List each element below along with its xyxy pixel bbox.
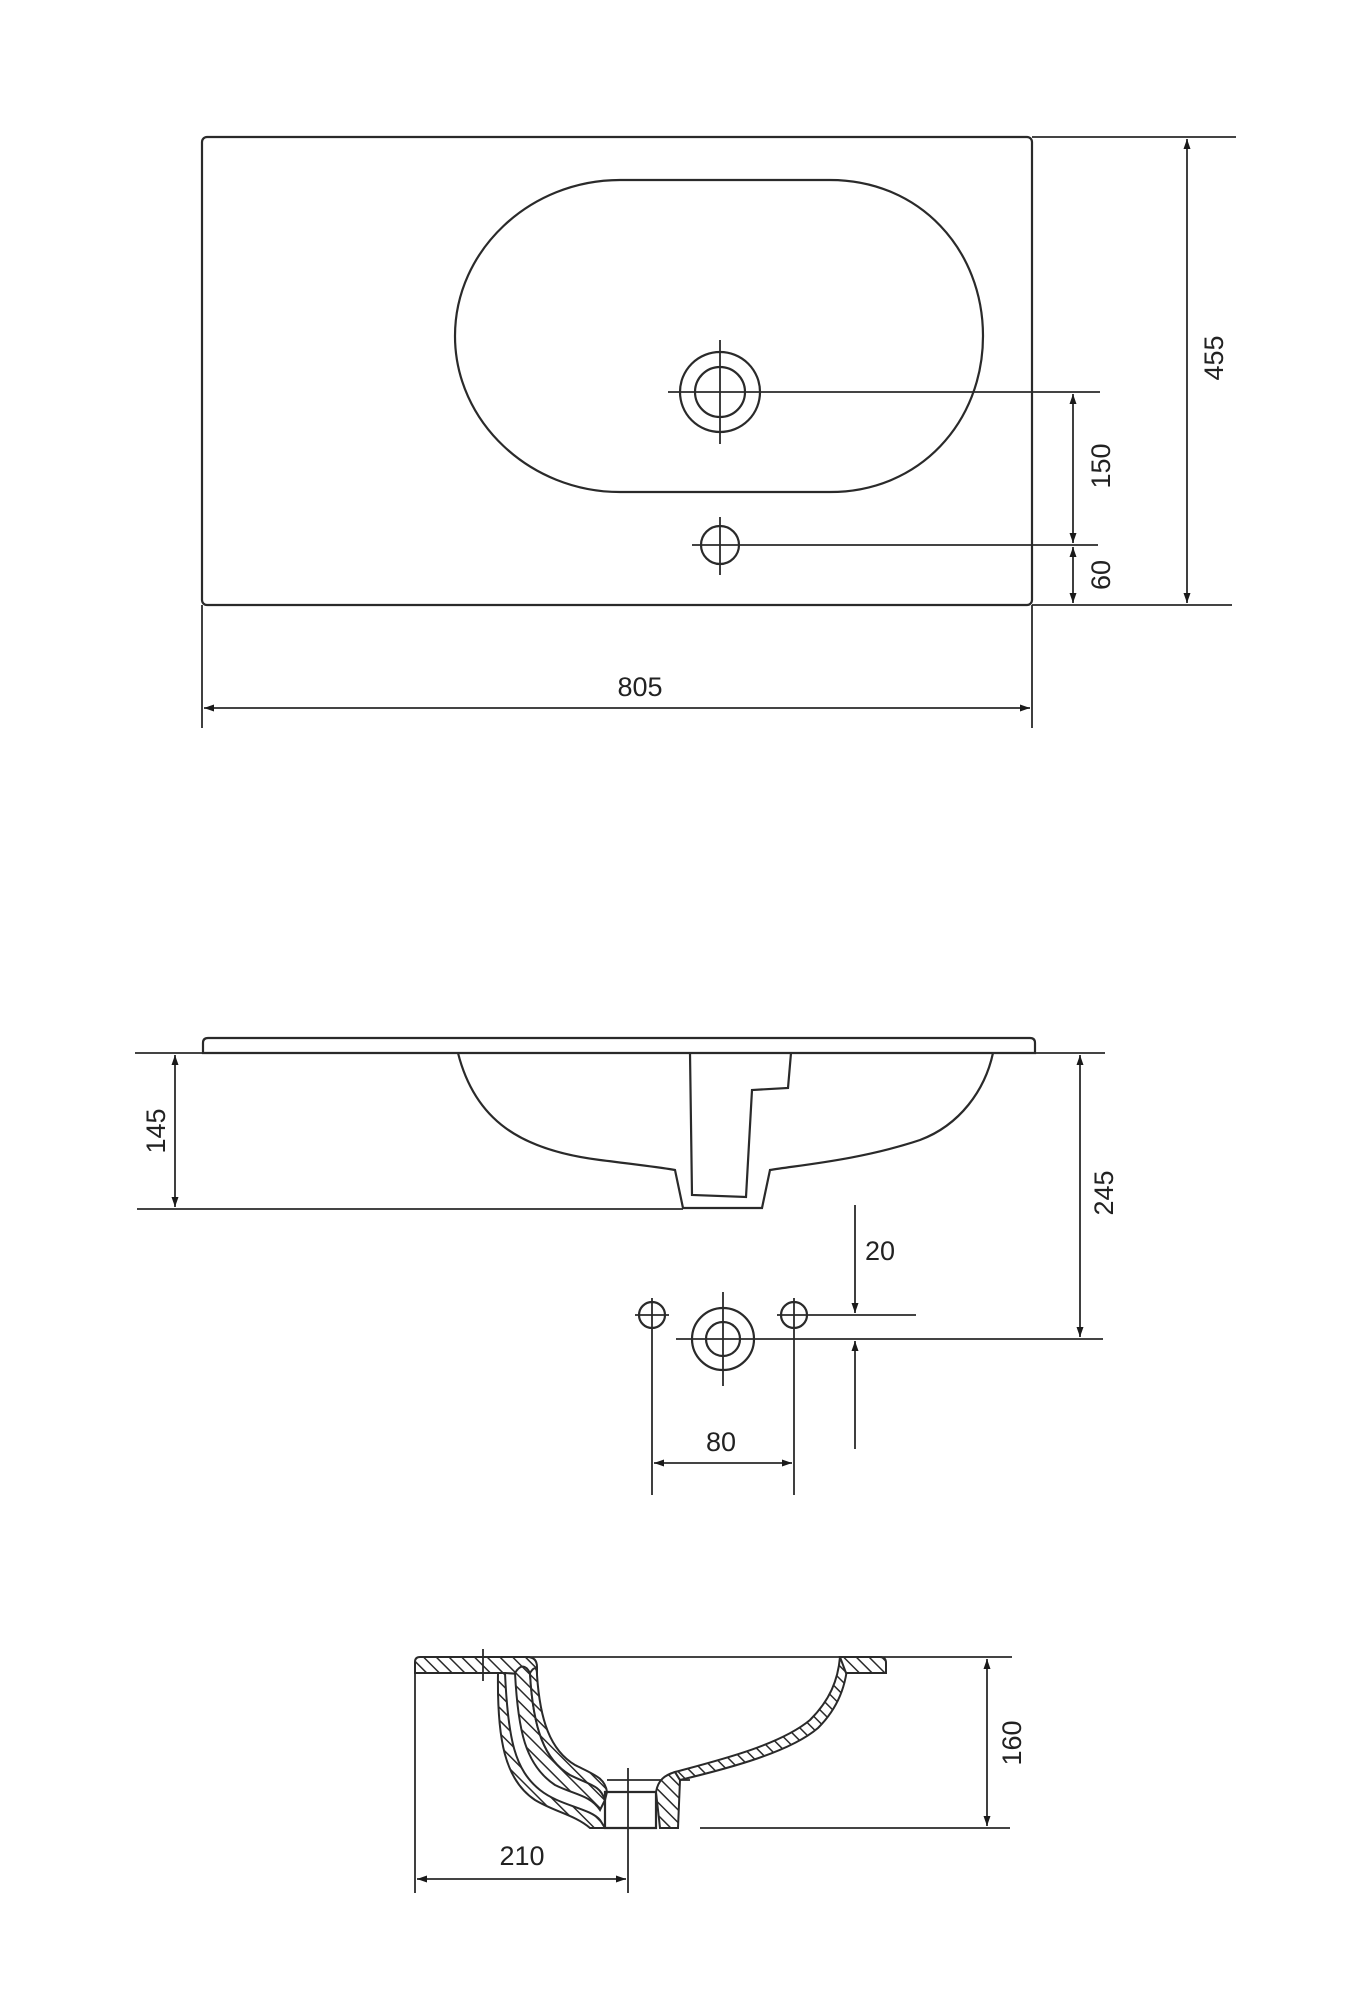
section-view: 160 210 [414, 1649, 1027, 1893]
drain-icon [668, 340, 1100, 444]
top-view: 805 455 150 60 [200, 135, 1236, 728]
drain-icon [676, 1292, 1103, 1386]
tap-edge-dimension-label: 60 [1086, 560, 1116, 590]
basin-profile [456, 1052, 995, 1210]
side-view: 145 245 20 80 [135, 1036, 1119, 1495]
left-flange-section [414, 1656, 538, 1677]
tap-offset-dimension-label: 20 [865, 1236, 895, 1266]
overflow-channel [688, 1052, 793, 1199]
countertop-outline [200, 135, 1034, 607]
right-wall-section [673, 1656, 850, 1782]
basin-depth-dimension-label: 145 [141, 1108, 171, 1153]
mounting-hole-left-icon [635, 1298, 669, 1495]
right-drain-wall-section [654, 1770, 682, 1829]
bowl-outline [453, 178, 985, 494]
hole-spacing-dimension-label: 80 [706, 1427, 736, 1457]
drain-offset-dimension-label: 210 [499, 1841, 544, 1871]
tap-hole-icon [692, 517, 1098, 575]
drain-height-dimension-label: 245 [1089, 1170, 1119, 1215]
width-dimension-label: 805 [617, 672, 662, 702]
mounting-hole-right-icon [777, 1298, 916, 1495]
countertop-slab [201, 1036, 1037, 1055]
bowl-depth-dimension-label: 160 [997, 1720, 1027, 1765]
drain-tap-dimension-label: 150 [1086, 443, 1116, 488]
drain-tube-section [603, 1790, 658, 1830]
depth-dimension-label: 455 [1199, 335, 1229, 380]
right-flange-section [838, 1656, 887, 1674]
